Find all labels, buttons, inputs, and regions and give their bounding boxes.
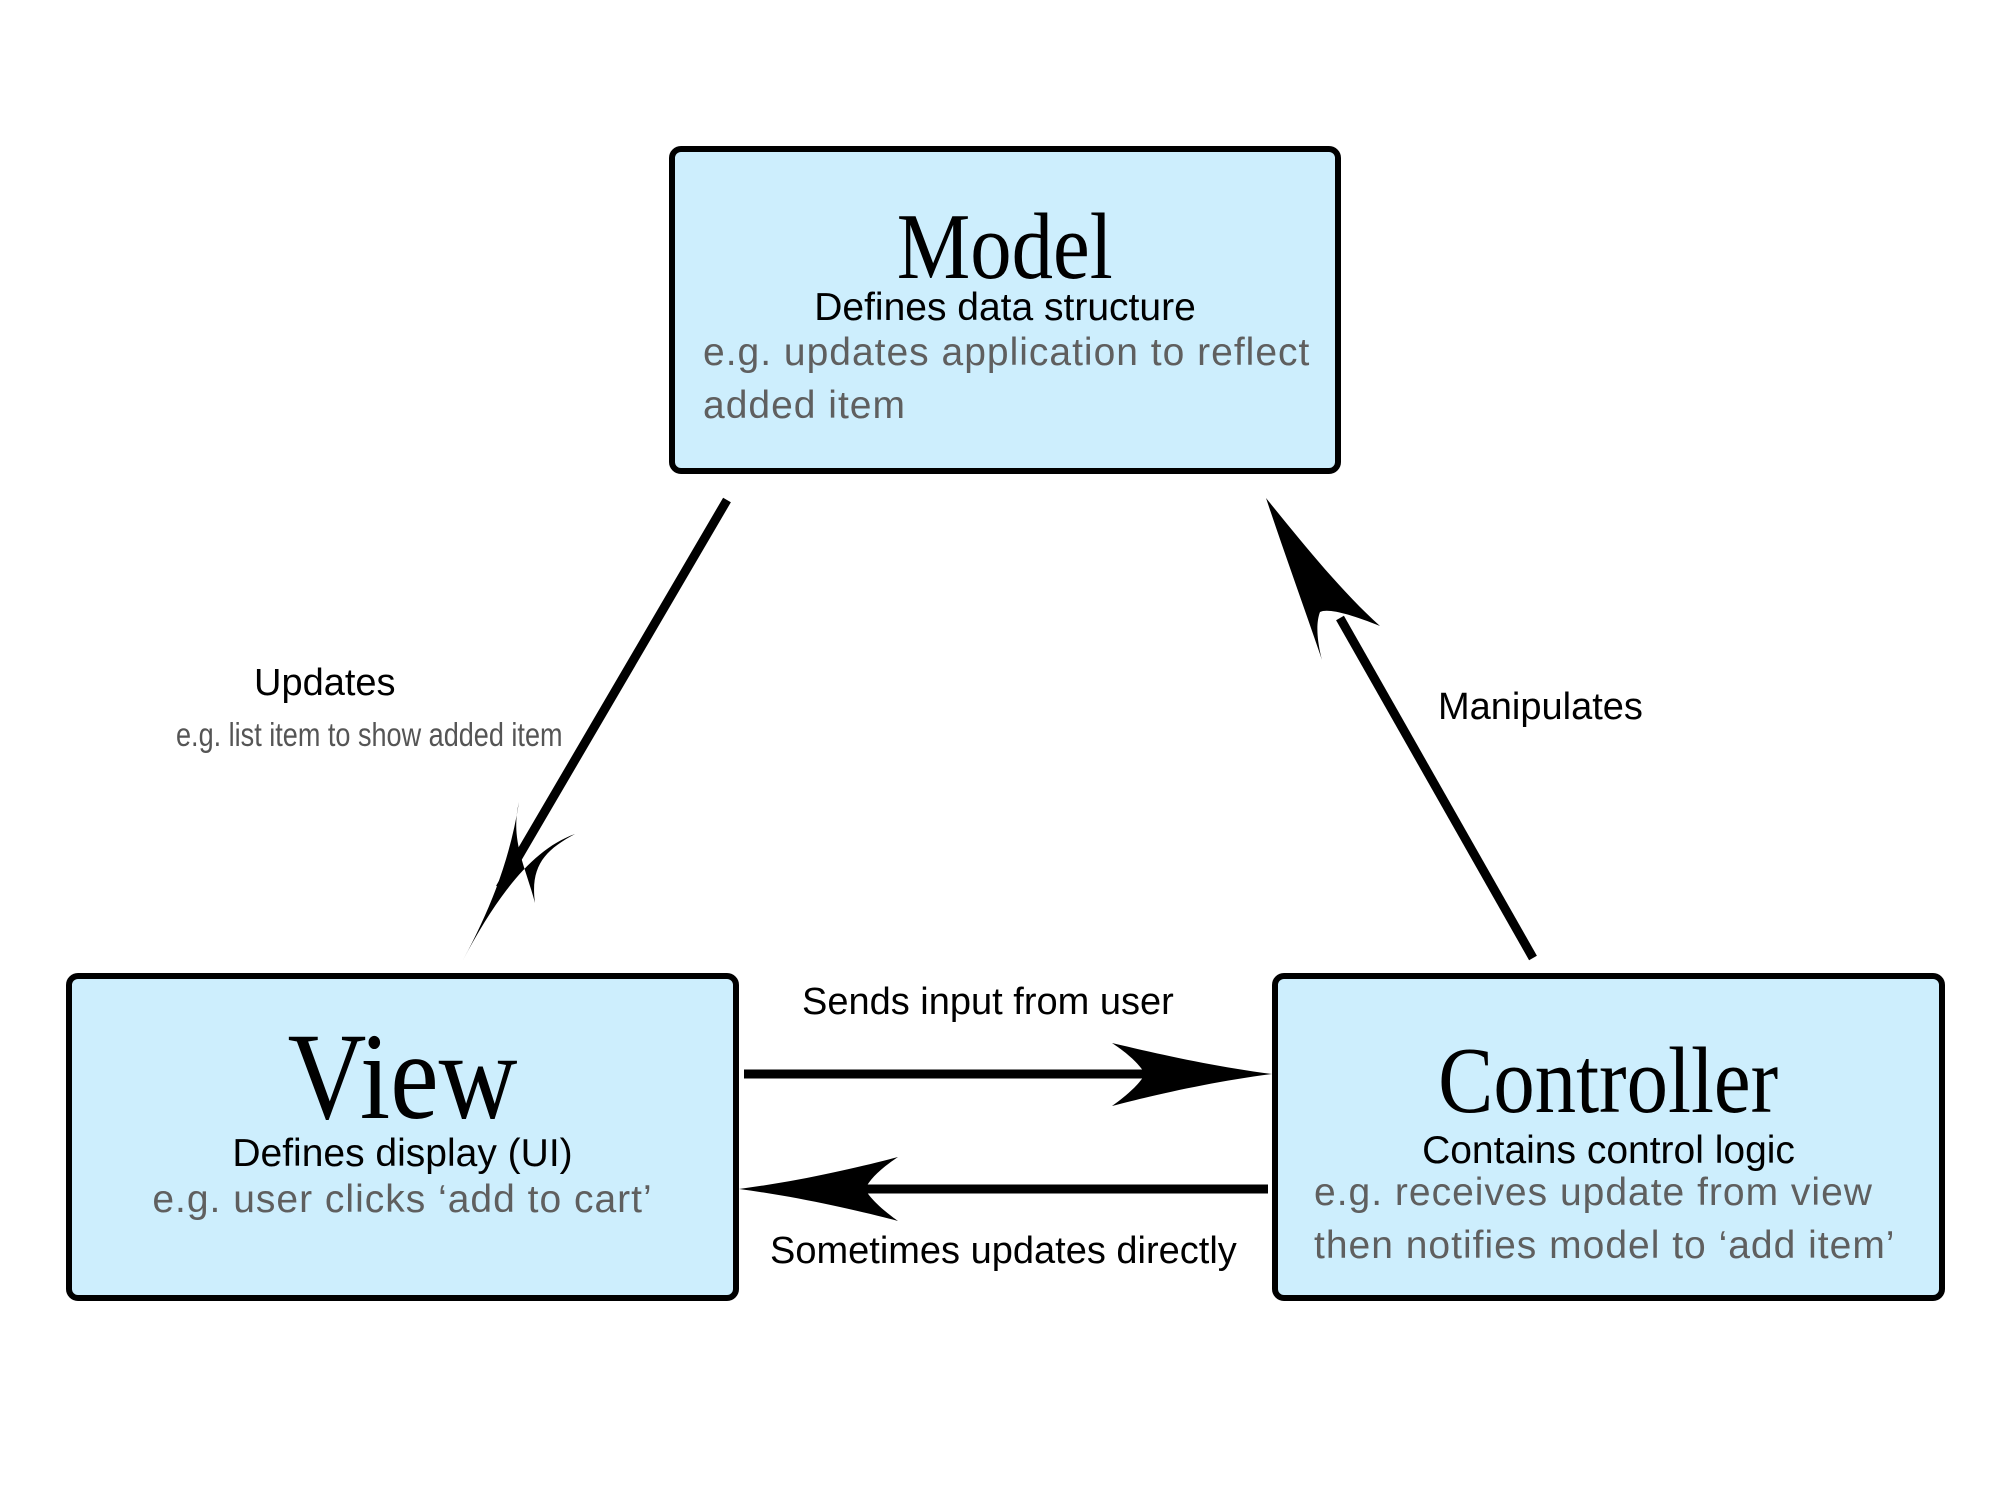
updates-example: e.g. list item to show added item <box>176 716 563 753</box>
controller-example-line: e.g. receives update from view <box>1314 1171 1873 1214</box>
view-example-line: e.g. user clicks ‘add to cart’ <box>152 1178 653 1221</box>
view-box: View Defines display (UI) e.g. user clic… <box>66 973 739 1301</box>
sometimes-updates-label: Sometimes updates directly <box>770 1230 1237 1272</box>
controller-example: e.g. receives update from view then noti… <box>1314 1166 1944 1272</box>
model-example-line: e.g. updates application to reflect <box>703 331 1311 374</box>
manipulates-label: Manipulates <box>1438 686 1643 728</box>
updates-arrow <box>463 497 731 960</box>
controller-title: Controller <box>1438 1029 1779 1133</box>
manipulates-arrow <box>1266 498 1537 961</box>
sends-input-label: Sends input from user <box>802 981 1174 1023</box>
model-example-line: added item <box>703 384 906 427</box>
model-title: Model <box>897 195 1113 299</box>
view-example: e.g. user clicks ‘add to cart’ <box>72 1173 733 1226</box>
view-title: View <box>287 1008 518 1145</box>
controller-box: Controller Contains control logic e.g. r… <box>1272 973 1945 1301</box>
sends-input-arrow <box>744 1043 1272 1106</box>
model-subtitle: Defines data structure <box>814 286 1196 329</box>
sometimes-updates-arrow <box>739 1157 1268 1221</box>
controller-example-line: then notifies model to ‘add item’ <box>1314 1224 1896 1267</box>
view-subtitle: Defines display (UI) <box>232 1132 573 1175</box>
model-example: e.g. updates application to reflect adde… <box>703 326 1333 432</box>
controller-subtitle: Contains control logic <box>1422 1129 1795 1172</box>
model-box: Model Defines data structure e.g. update… <box>669 146 1341 474</box>
updates-label: Updates <box>254 662 396 704</box>
